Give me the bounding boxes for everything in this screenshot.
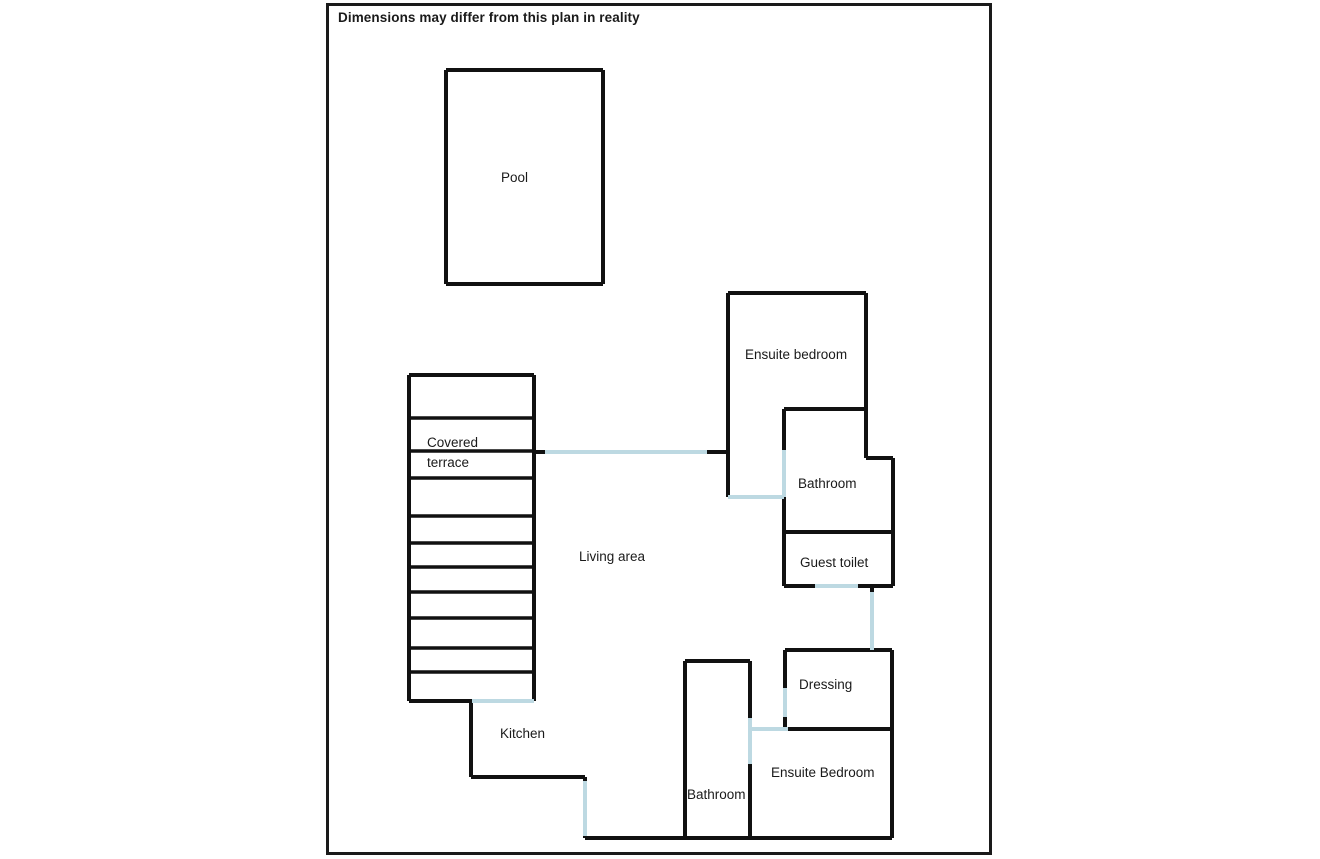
- terrace-slats-layer: [409, 416, 534, 674]
- room-label-kitchen: Kitchen: [500, 726, 546, 741]
- room-label-ensuite-bedroom-bottom: Ensuite Bedroom: [771, 765, 875, 780]
- room-label-bathroom-upper: Bathroom: [798, 476, 857, 491]
- room-label-pool: Pool: [501, 170, 529, 185]
- room-label-covered-terrace: Covered terrace: [427, 433, 478, 472]
- room-label-covered-terrace-line1: Covered: [427, 435, 479, 450]
- room-label-ensuite-bedroom-top: Ensuite bedroom: [745, 347, 848, 362]
- room-label-bathroom-lower: Bathroom: [687, 787, 746, 802]
- room-label-dressing: Dressing: [799, 677, 853, 692]
- room-label-living-area: Living area: [579, 549, 646, 564]
- plan-sheet-frame: [326, 3, 992, 855]
- door-openings-layer: [472, 450, 874, 836]
- plan-disclaimer-note: Dimensions may differ from this plan in …: [338, 10, 640, 25]
- room-label-guest-toilet: Guest toilet: [800, 555, 869, 570]
- room-label-covered-terrace-line2: terrace: [427, 454, 470, 470]
